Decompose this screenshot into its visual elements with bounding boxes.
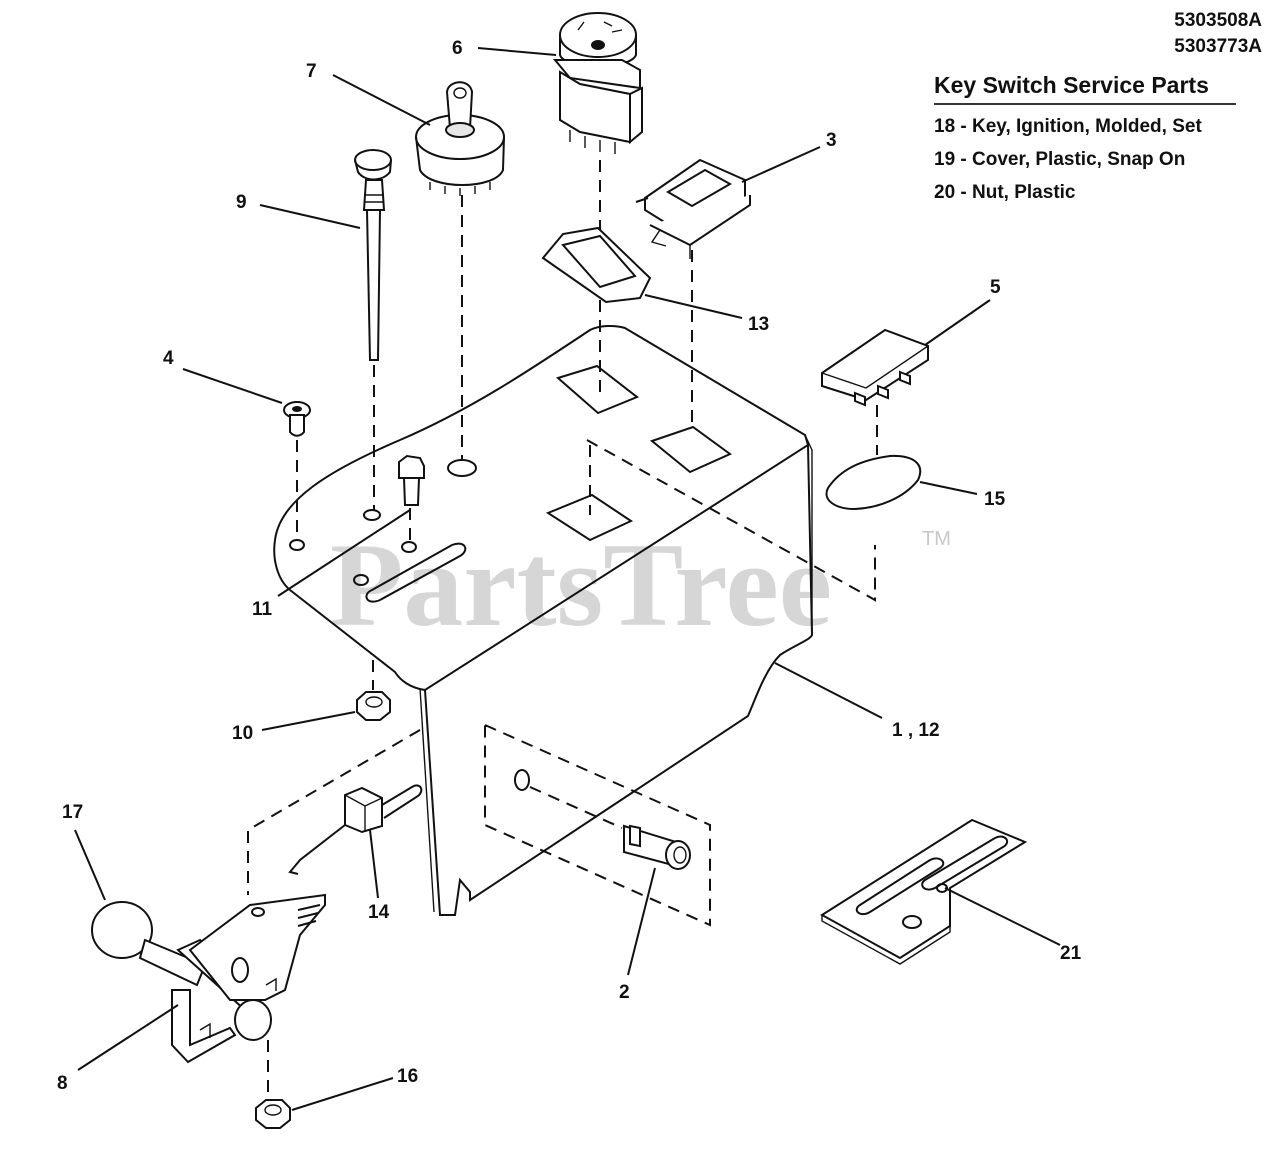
- pto-bezel: [541, 226, 652, 304]
- leader-13: [644, 294, 743, 319]
- lever-nut: [255, 1099, 291, 1129]
- pto-switch-icon: [552, 12, 643, 154]
- leader-5: [924, 299, 991, 346]
- bolt: [398, 454, 425, 506]
- legend-item-19: 19 - Cover, Plastic, Snap On: [934, 149, 1186, 170]
- callout-16: 16: [397, 1066, 418, 1087]
- screw: [283, 401, 311, 437]
- indicator-light-icon: [529, 786, 691, 870]
- callout-3: 3: [826, 130, 837, 151]
- callout-5: 5: [990, 277, 1001, 298]
- indicator-outline: [484, 723, 711, 927]
- callout-4: 4: [163, 348, 174, 369]
- hole-plug: [821, 328, 929, 407]
- leader-11: [277, 509, 411, 597]
- leader-3: [741, 146, 821, 183]
- lever-outline: [247, 729, 421, 895]
- legend-title: Key Switch Service Parts: [934, 72, 1236, 105]
- service-parts-legend: Key Switch Service Parts 18 - Key, Ignit…: [934, 72, 1236, 204]
- callout-9: 9: [236, 192, 247, 213]
- part-number-2: 5303773A: [1174, 36, 1262, 57]
- callout-8: 8: [57, 1073, 68, 1094]
- leader-16: [291, 1077, 394, 1111]
- leader-8: [77, 1004, 179, 1071]
- leader-17: [74, 829, 106, 901]
- choke-knob-icon: [354, 149, 392, 361]
- callout-11: 11: [252, 599, 273, 620]
- throttle-clip: [288, 784, 423, 875]
- watermark-text: PartsTree: [330, 518, 832, 651]
- callout-7: 7: [306, 61, 317, 82]
- leader-4: [182, 368, 283, 404]
- gasket: [825, 454, 922, 511]
- part-number-1: 5303508A: [1174, 10, 1262, 31]
- leader-7: [332, 74, 431, 126]
- callout-2: 2: [619, 982, 630, 1003]
- leader-15: [919, 481, 978, 495]
- callout-15: 15: [984, 489, 1006, 510]
- safety-switch: [635, 158, 751, 259]
- legend-item-20: 20 - Nut, Plastic: [934, 182, 1076, 203]
- leader-1-12: [774, 662, 883, 719]
- hidden-line-panel: [586, 439, 876, 602]
- leader-9: [259, 204, 361, 229]
- callout-1-12: 1 , 12: [892, 720, 940, 741]
- leader-21: [944, 887, 1061, 946]
- leader-6: [477, 47, 557, 56]
- leader-2: [627, 867, 656, 976]
- mounting-plate: [820, 818, 1028, 965]
- callout-10: 10: [232, 723, 253, 744]
- callout-13: 13: [748, 314, 769, 335]
- nut: [356, 691, 391, 721]
- throttle-lever-icon: [91, 893, 326, 1064]
- callout-17: 17: [62, 802, 83, 823]
- leader-10: [261, 711, 356, 731]
- watermark-tm: TM: [922, 528, 951, 550]
- callout-14: 14: [368, 902, 390, 923]
- callout-6: 6: [452, 38, 463, 59]
- legend-item-18: 18 - Key, Ignition, Molded, Set: [934, 116, 1202, 137]
- callout-21: 21: [1060, 943, 1082, 964]
- ignition-switch-icon: [415, 81, 505, 196]
- leader-14: [369, 829, 379, 899]
